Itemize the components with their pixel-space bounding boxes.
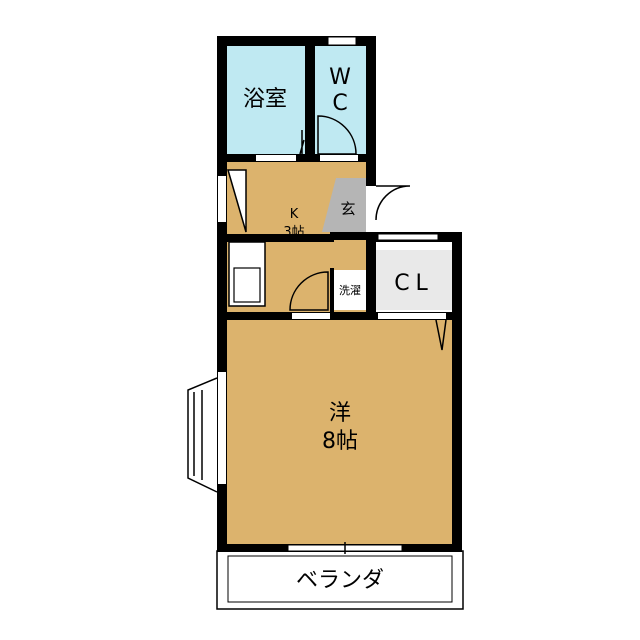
wall-upper-right bbox=[366, 36, 376, 186]
wall-bath-wc bbox=[305, 36, 315, 160]
door-gap-bath bbox=[256, 155, 296, 161]
kitchen-label-k: K bbox=[290, 207, 299, 222]
window-room-left bbox=[218, 372, 226, 484]
wc-label-c: C bbox=[332, 91, 347, 116]
fridge-inner bbox=[233, 267, 261, 303]
western-room-area bbox=[227, 320, 452, 544]
bath-area bbox=[227, 46, 305, 154]
entrance-area bbox=[322, 178, 366, 232]
wall-entrance-bottom bbox=[330, 232, 376, 240]
wc-area bbox=[315, 46, 366, 154]
window-closet-top bbox=[377, 233, 439, 241]
entrance-label: 玄 bbox=[340, 200, 355, 218]
closet-label: CL bbox=[394, 271, 434, 296]
front-door-gap bbox=[367, 186, 375, 230]
door-swing-room bbox=[289, 271, 329, 311]
bath-label: 浴室 bbox=[243, 87, 287, 112]
closet-area bbox=[376, 250, 452, 310]
window-kitchen-left bbox=[218, 176, 226, 222]
window-wc-top bbox=[327, 36, 357, 46]
door-gap-kitchen-room bbox=[292, 313, 330, 319]
kitchen-counter bbox=[227, 169, 247, 233]
bay-window bbox=[187, 377, 218, 493]
door-swing-wc bbox=[317, 115, 357, 155]
wall-right bbox=[452, 232, 462, 550]
balcony-label: ベランダ bbox=[296, 568, 384, 593]
door-gap-wc bbox=[320, 155, 358, 161]
wall-room-top bbox=[217, 312, 462, 320]
kitchen-label-size: 3帖 bbox=[283, 225, 304, 240]
laundry-label: 洗濯 bbox=[339, 284, 361, 297]
wall-kitchen-divider bbox=[227, 234, 334, 242]
wall-left bbox=[217, 36, 227, 550]
door-swing-bath bbox=[299, 130, 305, 155]
door-swing-closet bbox=[435, 319, 447, 351]
laundry-area bbox=[334, 270, 366, 310]
balcony-inner bbox=[227, 555, 453, 603]
wall-closet-left bbox=[366, 232, 376, 314]
wall-top bbox=[217, 36, 375, 46]
western-room-label: 洋 bbox=[329, 401, 351, 426]
wall-wet-kitchen bbox=[217, 154, 376, 162]
western-room-size: 8帖 bbox=[322, 429, 358, 454]
wall-laundry-left bbox=[330, 268, 334, 314]
wc-label-w: W bbox=[329, 65, 351, 90]
door-gap-closet bbox=[378, 313, 446, 319]
front-door-swing bbox=[375, 185, 411, 221]
